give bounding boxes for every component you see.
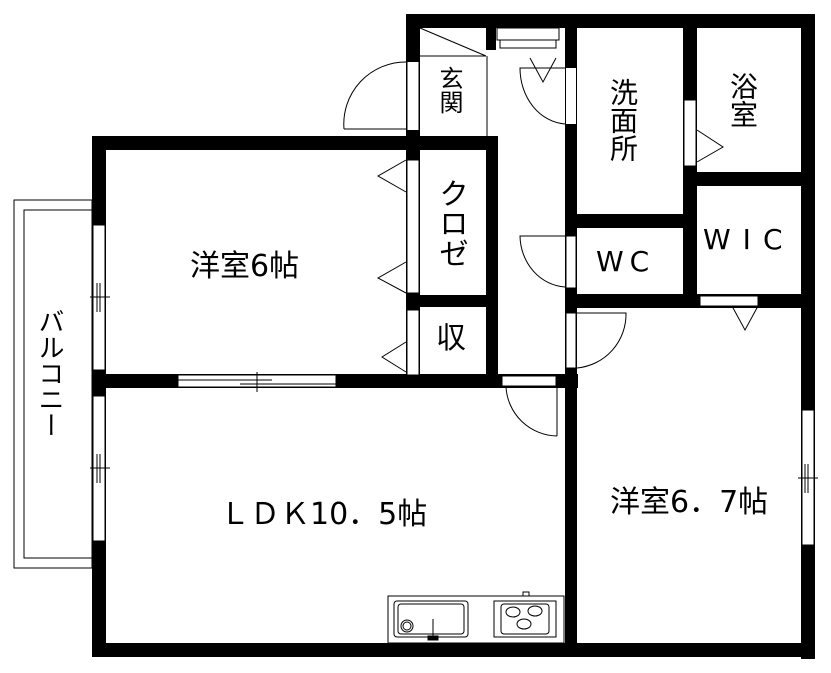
room-label-closet: クロゼ [433,178,468,268]
room-label-toilet: WC [596,245,656,278]
room-label-bathroom: 浴室 [726,72,759,128]
kitchen-counter [387,591,565,644]
room-label-ldk: ＬＤＫ10．5帖 [220,497,428,532]
room-label-western-room-1: 洋室6帖 [190,249,300,284]
room-label-western-room-2: 洋室6．7帖 [610,485,769,520]
room-label-entrance: 玄関 [435,66,463,114]
openings [92,27,815,546]
room-label-balcony: バルコニー [34,308,64,438]
room-label-washroom: 洗面所 [606,78,639,162]
door-swings [343,27,759,437]
room-label-wic: WIC [703,223,795,256]
window-marks [90,283,818,493]
balcony [13,199,93,569]
room-label-storage: 収 [436,321,466,356]
